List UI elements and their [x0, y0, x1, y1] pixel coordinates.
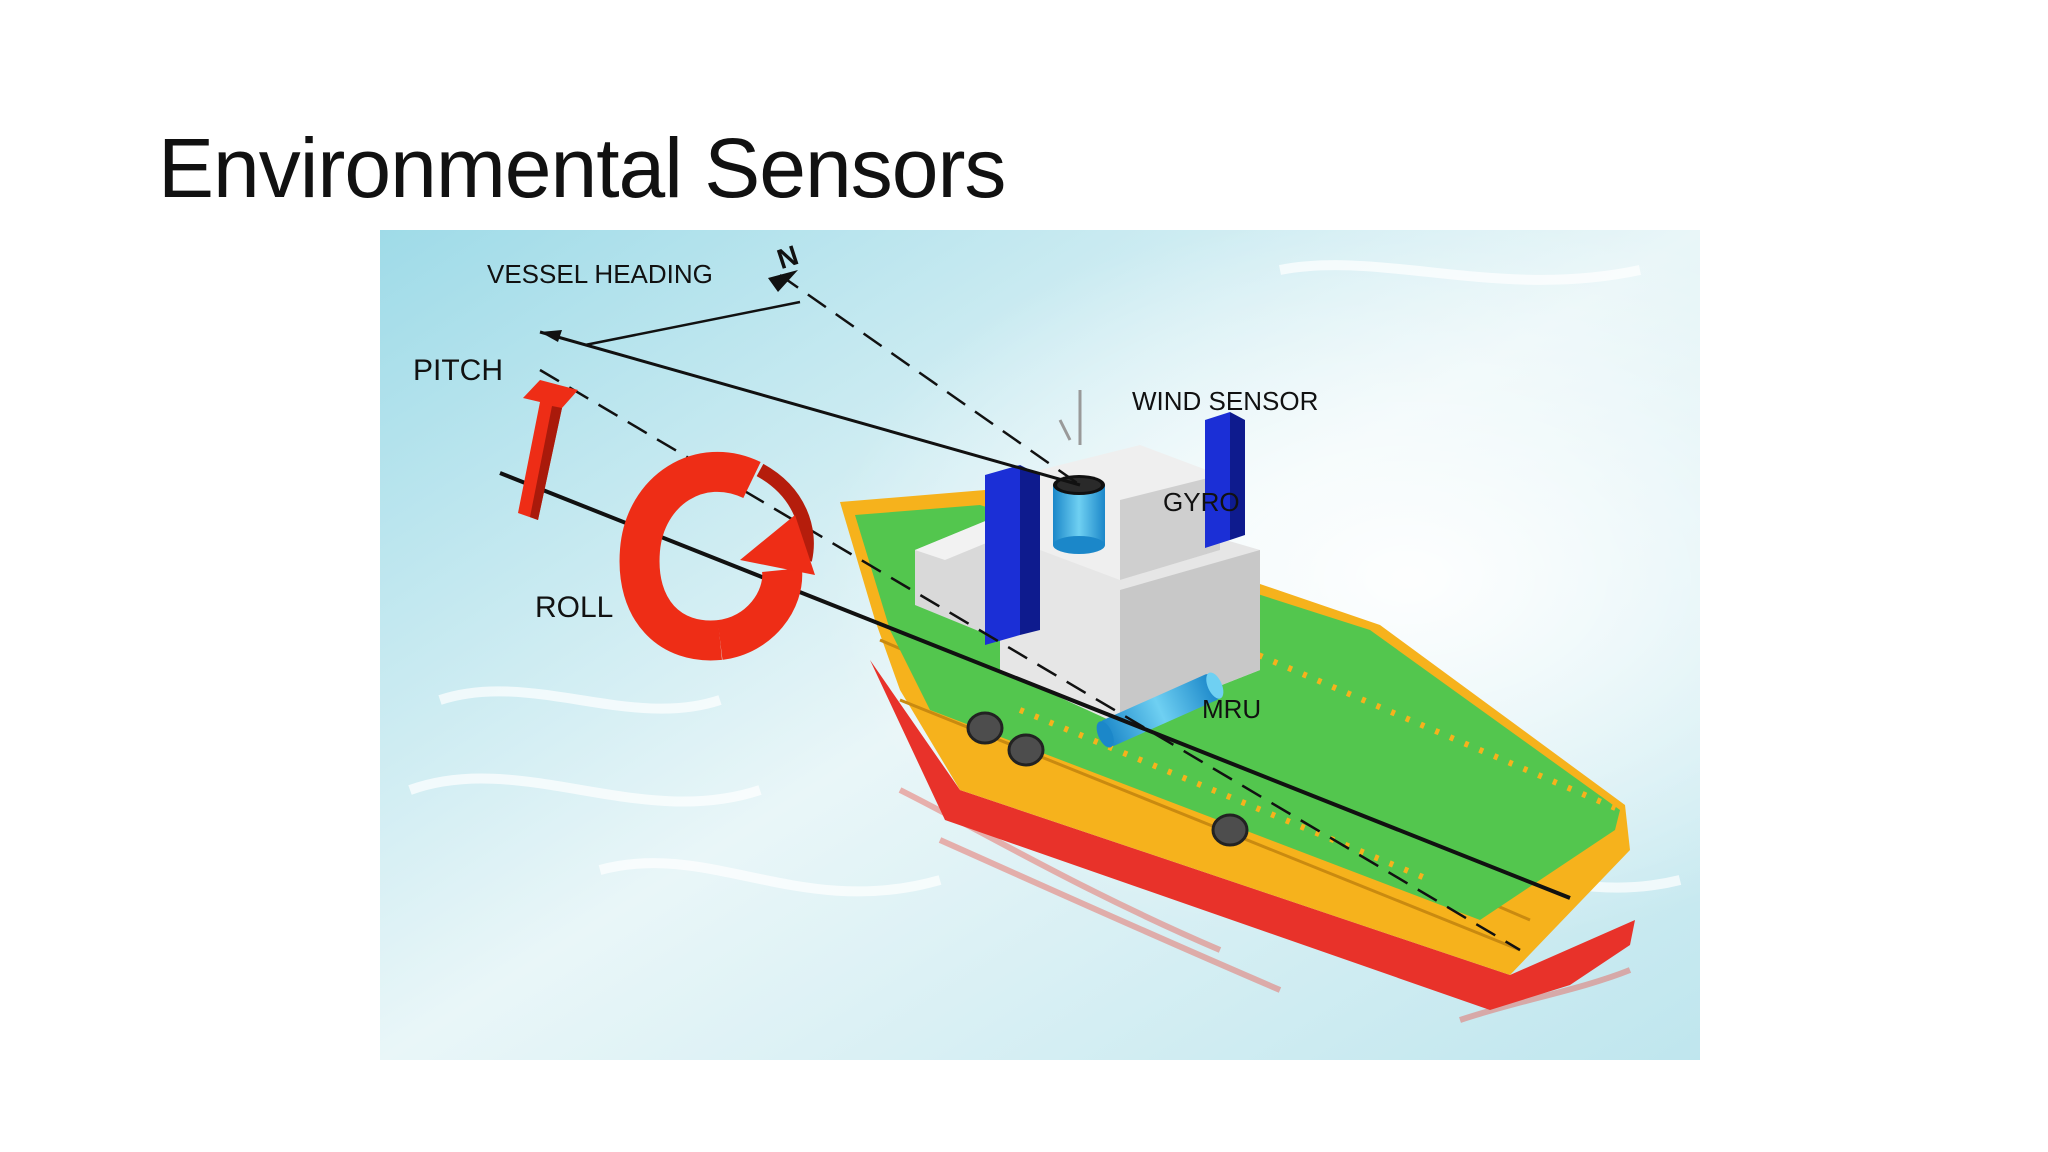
hull-red-waterline	[870, 660, 1635, 1010]
label-vessel-heading: VESSEL HEADING	[487, 259, 713, 289]
heading-angle-leader	[584, 300, 801, 347]
pitch-arrow	[518, 380, 578, 520]
label-roll: ROLL	[535, 591, 613, 624]
wind-sensor-masts	[985, 390, 1245, 645]
hull-plating-line-2	[899, 698, 1521, 952]
roll-axis-line	[499, 471, 1571, 900]
mast-right	[1205, 412, 1230, 548]
fender-tyres	[966, 711, 1249, 847]
mast-left	[985, 465, 1020, 645]
heading-solid-line	[539, 330, 1081, 487]
vessel-sensor-diagram: N VESSEL HEADING PITCH ROLL WIND SENSOR …	[380, 230, 1700, 1060]
slide-title: Environmental Sensors	[158, 121, 1006, 215]
roll-arrow	[619, 451, 815, 661]
wake-strokes	[898, 787, 1632, 1023]
mru-cylinder	[1096, 672, 1224, 748]
north-dashed-line	[779, 273, 1081, 487]
deck-railing-2	[1018, 707, 1432, 883]
gyro-cylinder	[1053, 475, 1105, 554]
diagram-canvas: N VESSEL HEADING PITCH ROLL WIND SENSOR …	[380, 230, 1700, 1060]
label-pitch: PITCH	[413, 354, 503, 387]
label-wind-sensor: WIND SENSOR	[1132, 386, 1318, 416]
label-mru: MRU	[1202, 694, 1261, 724]
compass-triangle	[768, 270, 798, 292]
heading-arrow-head	[540, 330, 562, 342]
label-gyro: GYRO	[1163, 487, 1240, 517]
